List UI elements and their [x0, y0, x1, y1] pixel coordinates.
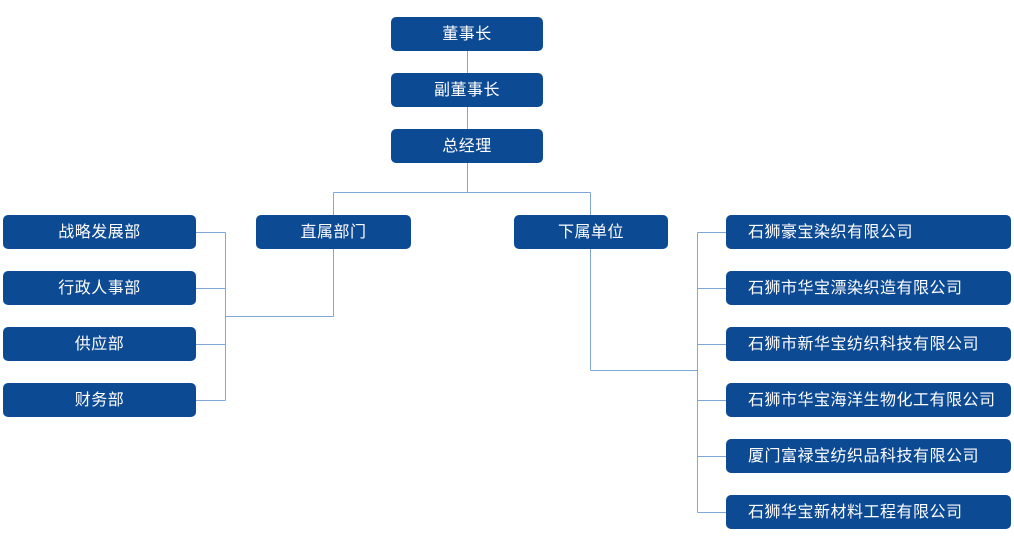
company-node: 石狮市华宝漂染织造有限公司	[726, 271, 1011, 305]
company-node: 厦门富禄宝纺织品科技有限公司	[726, 439, 1011, 473]
department-node: 战略发展部	[3, 215, 196, 249]
org-node-vice-chairman: 副董事长	[391, 73, 543, 107]
department-node: 供应部	[3, 327, 196, 361]
org-node-chairman: 董事长	[391, 17, 543, 51]
org-node-subordinate-units: 下属单位	[514, 215, 668, 249]
org-node-direct-departments: 直属部门	[256, 215, 411, 249]
department-node: 行政人事部	[3, 271, 196, 305]
department-node: 财务部	[3, 383, 196, 417]
company-node: 石狮豪宝染织有限公司	[726, 215, 1011, 249]
company-node: 石狮市华宝海洋生物化工有限公司	[726, 383, 1011, 417]
company-node: 石狮华宝新材料工程有限公司	[726, 495, 1011, 529]
org-node-general-manager: 总经理	[391, 129, 543, 163]
company-node: 石狮市新华宝纺织科技有限公司	[726, 327, 1011, 361]
